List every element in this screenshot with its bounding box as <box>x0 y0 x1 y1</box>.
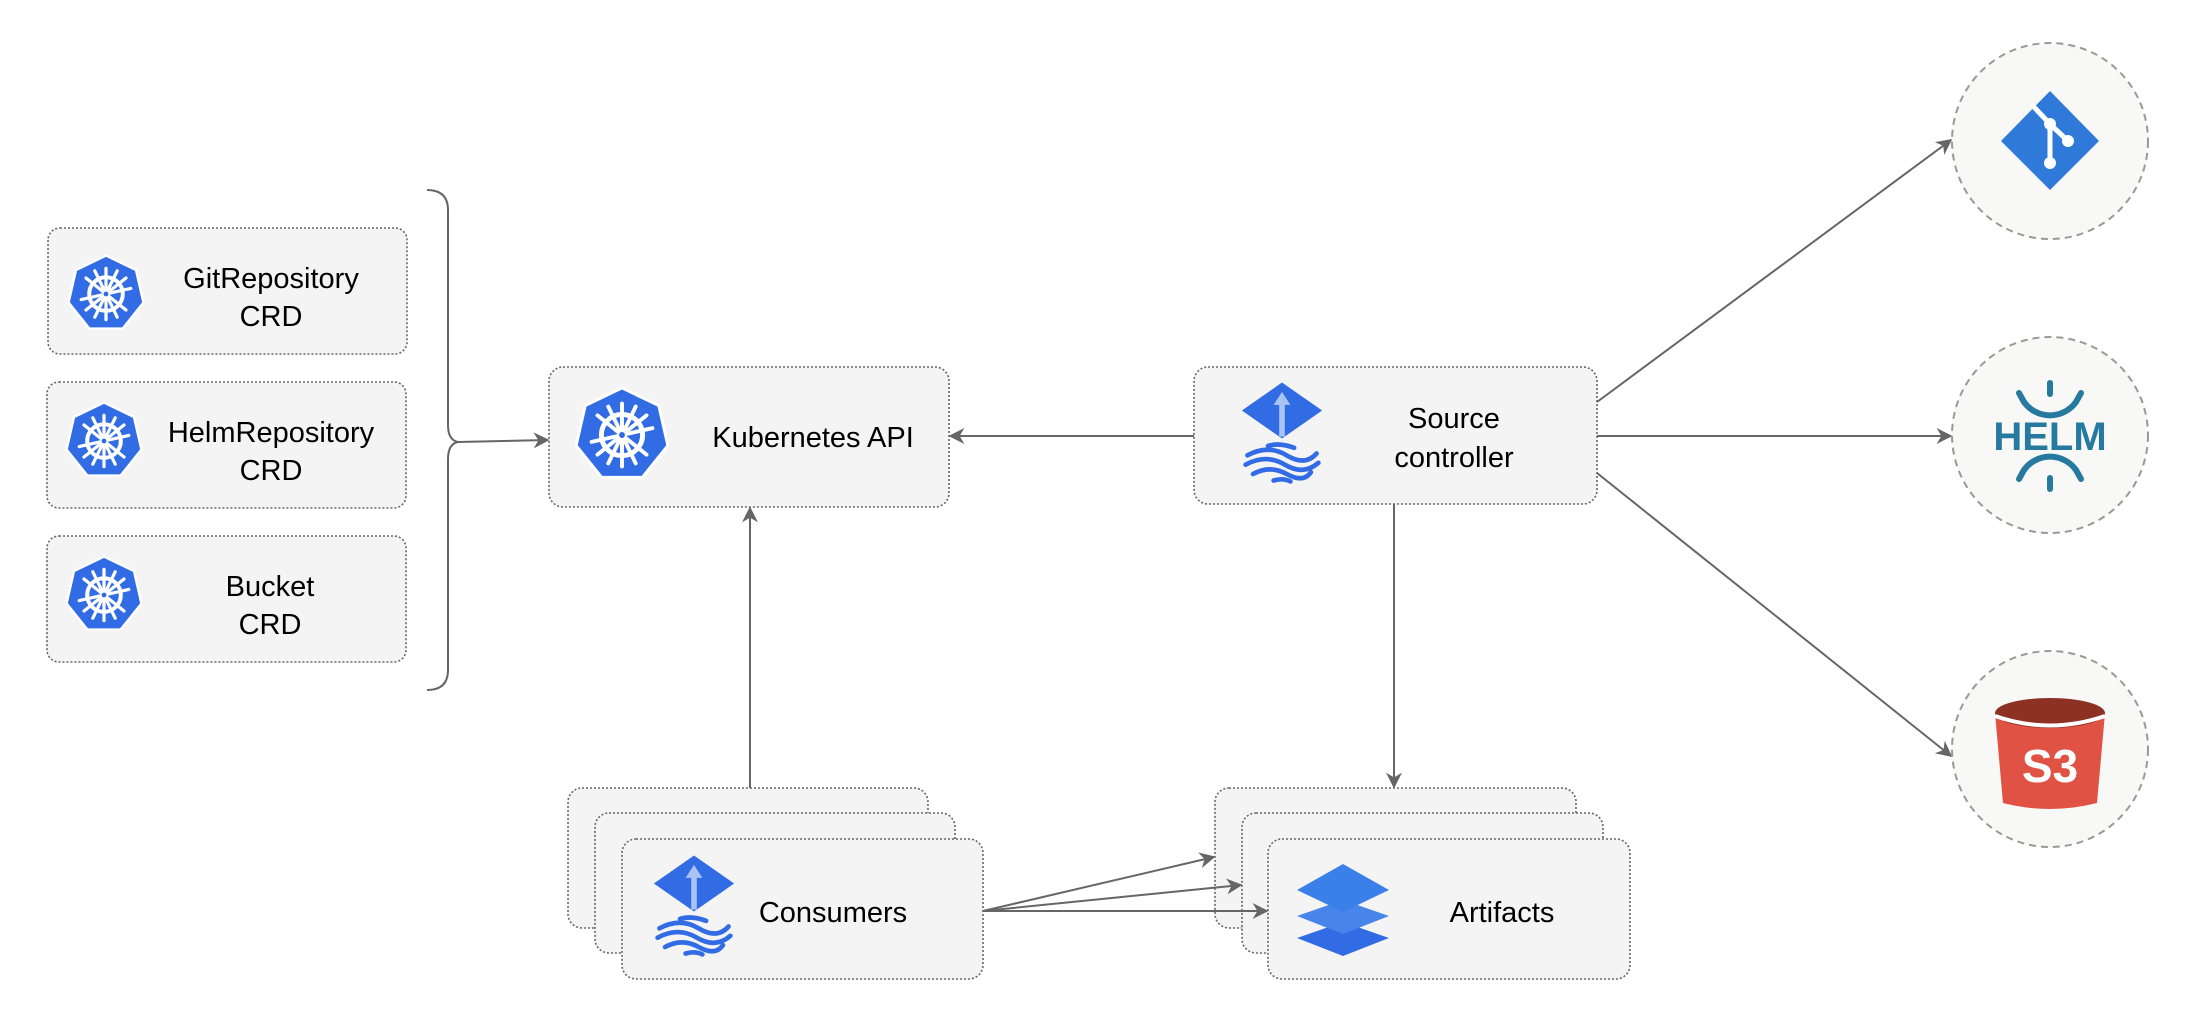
node-sublabel: CRD <box>239 609 302 641</box>
s3-bucket-icon <box>1994 698 2106 809</box>
node-label: GitRepository <box>183 263 359 295</box>
node-label: HelmRepository <box>168 417 375 449</box>
node-artifacts[interactable]: Artifacts <box>1214 787 1631 980</box>
edge-consumers-to-artifacts-2 <box>982 878 1243 912</box>
node-git-repository-crd[interactable]: GitRepository CRD <box>47 227 408 355</box>
node-consumers[interactable]: Consumers <box>567 787 984 980</box>
edge-source-controller-to-git <box>1596 139 1953 403</box>
node-sublabel: controller <box>1394 442 1514 474</box>
helm-icon <box>2016 380 2084 492</box>
node-label: Source <box>1408 403 1500 435</box>
helm-logo-text: HELM <box>1993 415 2106 459</box>
edge-consumers-to-artifacts-1 <box>982 852 1216 912</box>
node-helm-repository-crd[interactable]: HelmRepository CRD <box>46 381 407 509</box>
node-kubernetes-api[interactable]: Kubernetes API <box>548 366 950 508</box>
edge-crds-to-kubernetes-api <box>457 432 550 449</box>
edge-source-controller-to-s3 <box>1596 472 1953 757</box>
node-s3[interactable]: S3 <box>1951 650 2149 848</box>
git-icon <box>2001 91 2099 190</box>
s3-logo-text: S3 <box>2022 740 2078 792</box>
node-label: Consumers <box>759 897 907 929</box>
node-helm[interactable]: HELM <box>1951 336 2149 534</box>
node-label: Kubernetes API <box>712 422 914 454</box>
node-git[interactable] <box>1951 42 2149 240</box>
node-label: Bucket <box>226 571 315 603</box>
node-source-controller[interactable]: Source controller <box>1193 366 1598 505</box>
node-sublabel: CRD <box>240 455 303 487</box>
node-label: Artifacts <box>1450 897 1555 929</box>
node-bucket-crd[interactable]: Bucket CRD <box>46 535 407 663</box>
node-sublabel: CRD <box>240 301 303 333</box>
crd-bracket <box>426 189 459 691</box>
